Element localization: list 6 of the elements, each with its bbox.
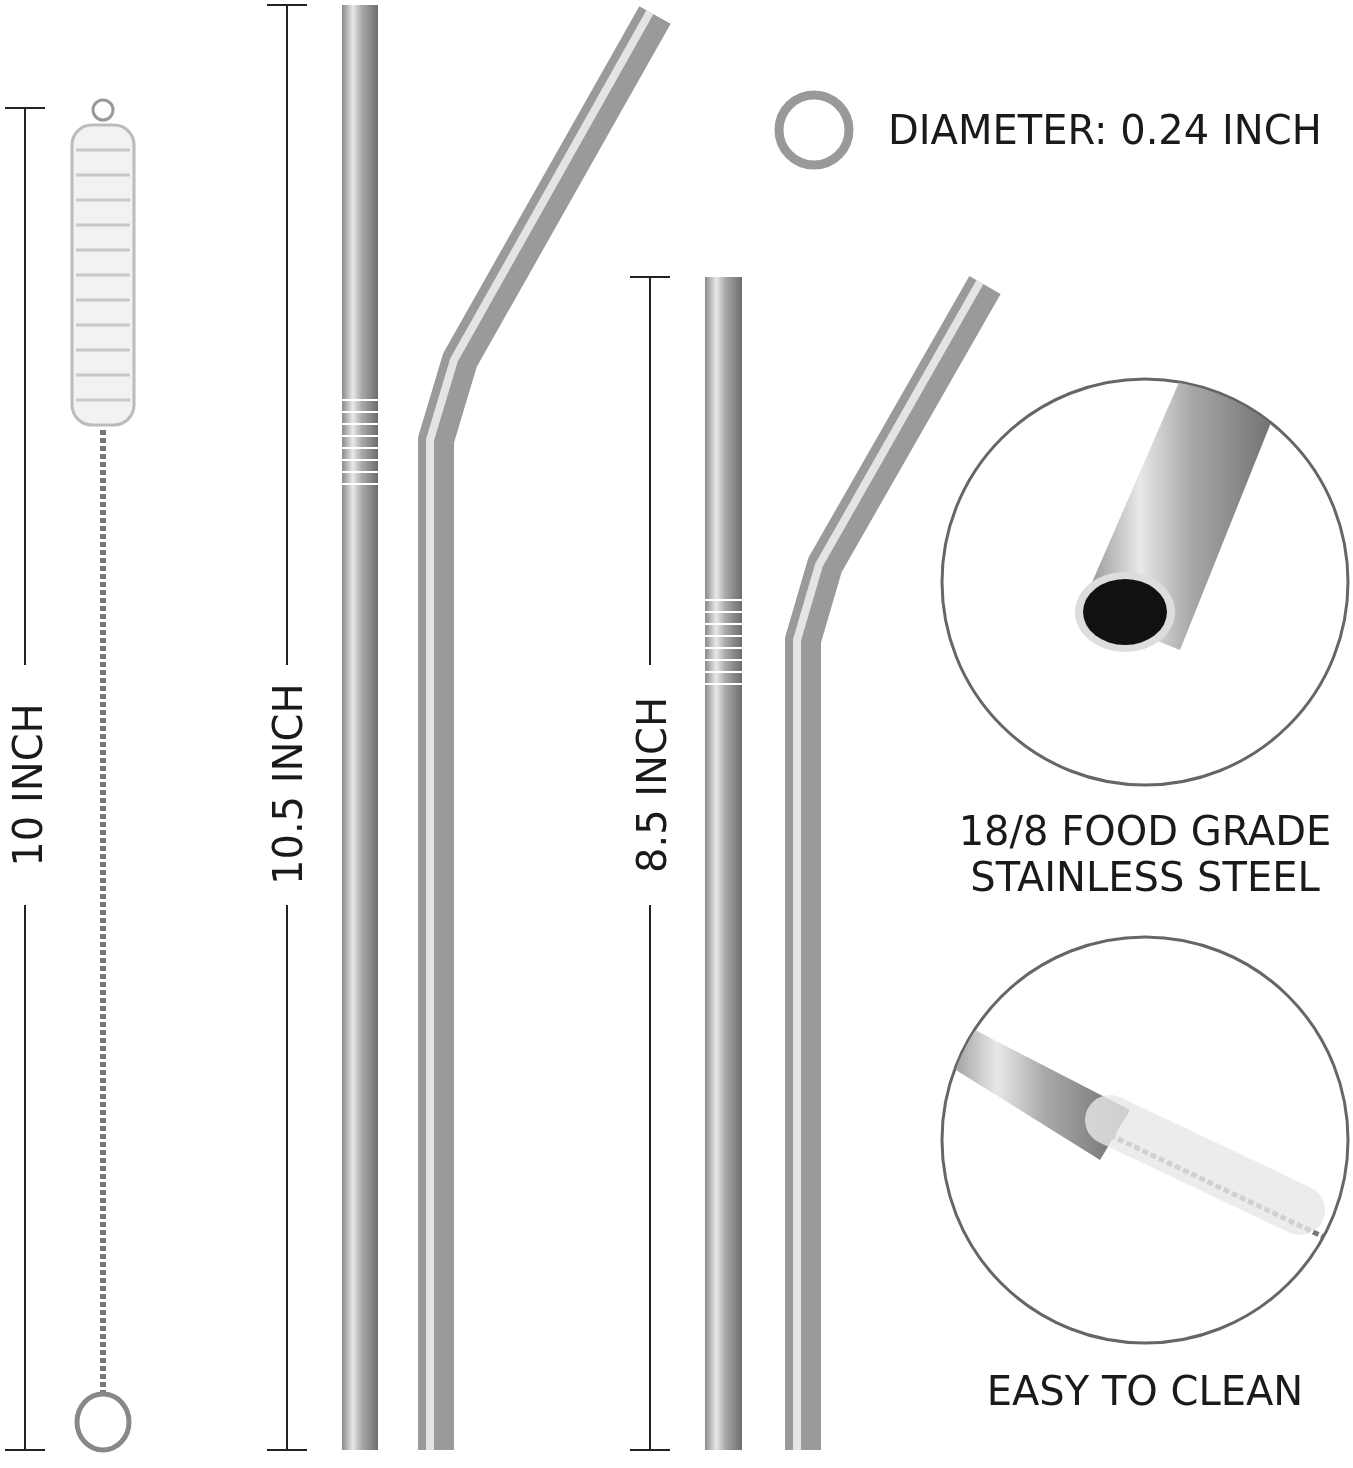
- dimension-label: 10 INCH: [5, 702, 51, 869]
- specification-text: DIAMETER: 0.24 INCH: [888, 107, 1323, 153]
- feature-caption: 18/8 FOOD GRADE STAINLESS STEEL: [957, 808, 1333, 900]
- feature-caption: EASY TO CLEAN: [985, 1368, 1305, 1414]
- dimension-label: 10.5 INCH: [265, 685, 311, 885]
- dimension-label: 8.5 INCH: [629, 695, 675, 876]
